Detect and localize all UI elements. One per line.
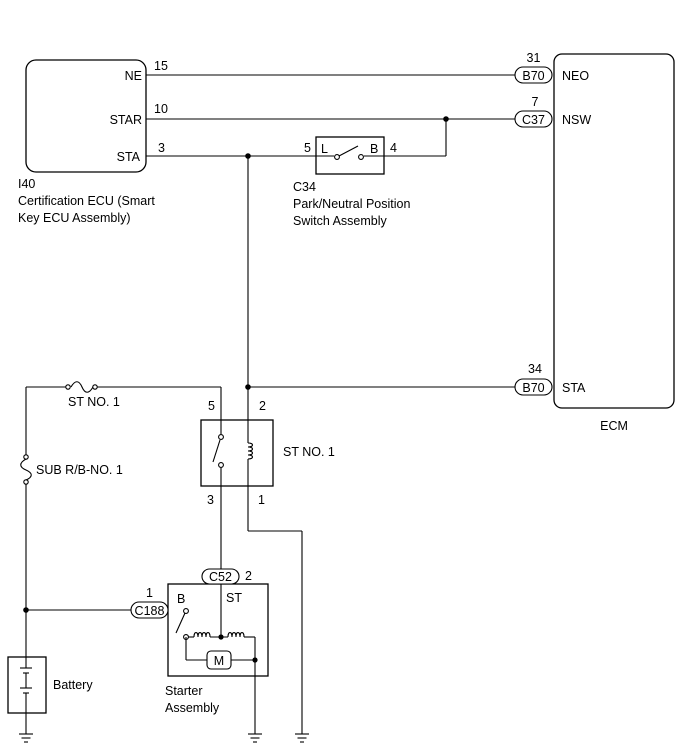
ground-icon — [248, 733, 262, 743]
power-feed: ST NO. 1 SUB R/B-NO. 1 — [20, 381, 221, 657]
switch-icon — [175, 608, 189, 640]
ecm-name: ECM — [600, 419, 628, 433]
wire-pin-number-10: 10 — [154, 102, 168, 116]
certification-ecu: NE STAR STA I40 Certification ECU (Smart… — [18, 59, 155, 225]
relay-name: ST NO. 1 — [283, 445, 335, 459]
connector-pin-number-31: 31 — [527, 51, 541, 65]
ecu-pin-label-sta: STA — [117, 150, 141, 164]
switch-icon — [212, 420, 224, 486]
ecm-connector-neo: B70 31 — [514, 51, 553, 84]
switch-code: C34 — [293, 180, 316, 194]
connector-label-c188: C188 — [135, 604, 165, 618]
motor-icon: M — [206, 650, 232, 670]
wires-top: 15 10 3 — [146, 59, 515, 420]
ecu-name-line1: Certification ECU (Smart — [18, 194, 155, 208]
st-relay: 5 2 3 1 ST NO. 1 — [200, 387, 335, 734]
starter-name-line1: Starter — [165, 684, 203, 698]
connector-pin-number-7: 7 — [532, 95, 539, 109]
starter-terminal-b: B — [177, 592, 185, 606]
switch-terminal-b: B — [370, 142, 378, 156]
ecm: NEO NSW STA ECM — [553, 53, 675, 433]
connector-c188 — [130, 601, 169, 619]
relay-pin-number-1: 1 — [258, 493, 265, 507]
relay-pin-number-5: 5 — [208, 399, 215, 413]
ecm-pin-label-sta: STA — [562, 381, 586, 395]
switch-pin-number-5: 5 — [304, 141, 311, 155]
ecu-code: I40 — [18, 177, 35, 191]
switch-icon — [316, 145, 384, 160]
sub-rb-label: SUB R/B-NO. 1 — [36, 463, 123, 477]
battery-label: Battery — [53, 678, 93, 692]
connector-label-b70-sta: B70 — [522, 381, 544, 395]
ground-icon — [295, 733, 309, 743]
park-neutral-switch: L B 5 4 C34 Park/Neutral Position Switch… — [293, 136, 410, 228]
ecu-pin-label-ne: NE — [125, 69, 142, 83]
switch-name-line2: Switch Assembly — [293, 214, 388, 228]
switch-terminal-l: L — [321, 142, 328, 156]
connector-pin-number-34: 34 — [528, 362, 542, 376]
relay-coil-icon — [193, 631, 245, 638]
relay-pin-number-2: 2 — [259, 399, 266, 413]
junction-dot — [443, 116, 449, 122]
connector-label-c37: C37 — [522, 113, 545, 127]
fuse-icon — [20, 454, 32, 485]
ecu-pin-label-star: STAR — [110, 113, 142, 127]
fuse-st-no1-label: ST NO. 1 — [68, 395, 120, 409]
ecm-connector-nsw: C37 7 — [514, 95, 553, 128]
ground-icon — [19, 733, 33, 743]
connector-label-b70: B70 — [522, 69, 544, 83]
starter-pin-number-2: 2 — [245, 569, 252, 583]
starter-name-line2: Assembly — [165, 701, 220, 715]
ecm-connector-sta: B70 34 — [514, 362, 553, 396]
relay-coil-icon — [247, 420, 254, 486]
starter-assembly: C52 2 C188 1 B ST M Starter Assembly — [130, 568, 269, 734]
relay-pin-number-3: 3 — [207, 493, 214, 507]
ecu-name-line2: Key ECU Assembly) — [18, 211, 131, 225]
battery-icon — [20, 657, 32, 734]
switch-pin-number-4: 4 — [390, 141, 397, 155]
starter-pin-number-1: 1 — [146, 586, 153, 600]
switch-name-line1: Park/Neutral Position — [293, 197, 410, 211]
battery: Battery — [7, 656, 93, 734]
wire-pin-number-15: 15 — [154, 59, 168, 73]
fuse-icon — [65, 381, 98, 393]
wire-pin-number-3: 3 — [158, 141, 165, 155]
ecm-pin-label-nsw: NSW — [562, 113, 591, 127]
connector-label-c52: C52 — [209, 570, 232, 584]
motor-symbol: M — [214, 654, 224, 668]
ecm-pin-label-neo: NEO — [562, 69, 589, 83]
starter-terminal-st: ST — [226, 591, 242, 605]
